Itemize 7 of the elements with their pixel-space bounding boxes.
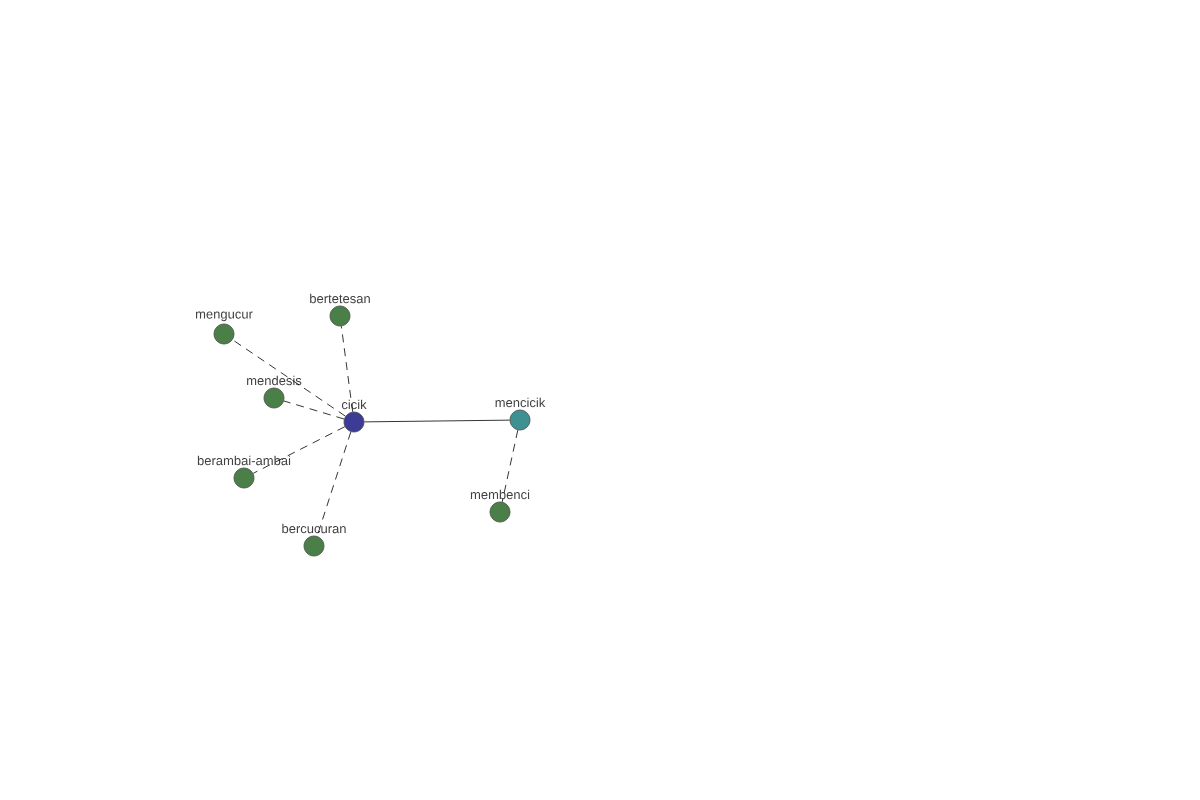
connector — [316, 431, 352, 537]
connector — [252, 426, 346, 474]
connector — [283, 400, 345, 420]
connector — [501, 429, 519, 503]
connector — [232, 339, 346, 417]
connector — [364, 419, 510, 423]
connector — [340, 325, 354, 413]
